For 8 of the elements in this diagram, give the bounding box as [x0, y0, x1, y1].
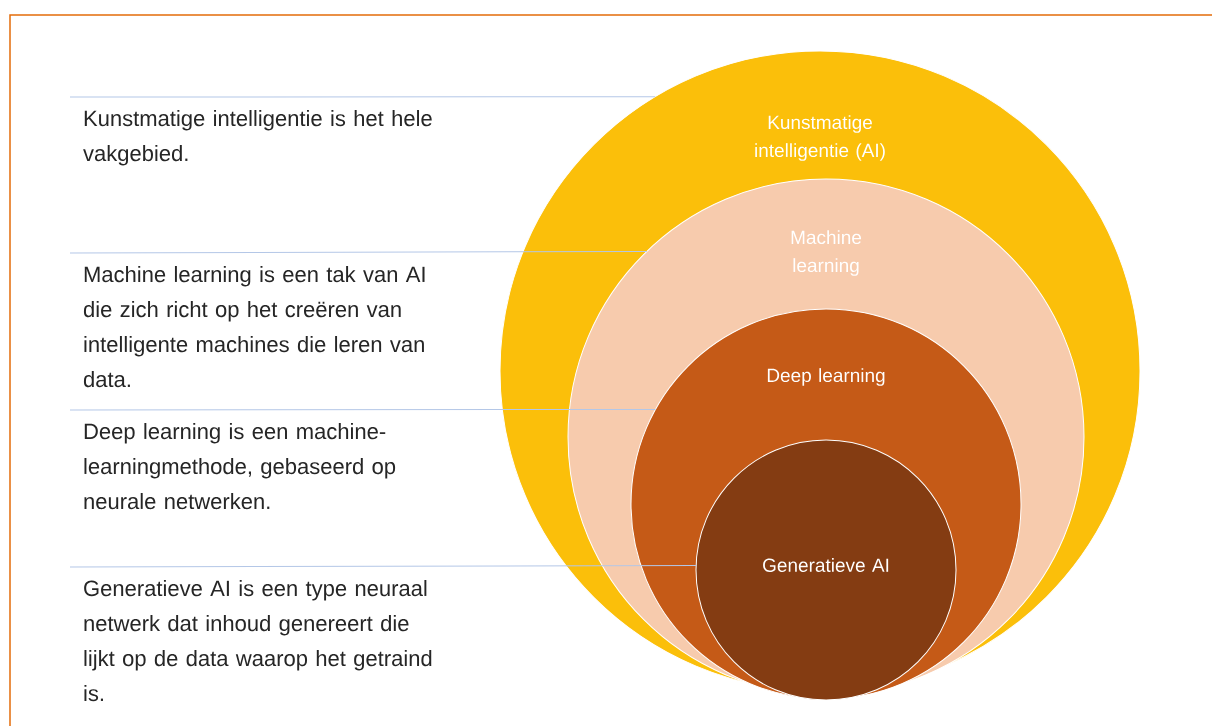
description-text: Kunstmatige intelligentie is het hele vakgebied. [83, 110, 432, 166]
leader-line [69, 250, 648, 254]
leader-line [69, 564, 697, 568]
leader-line [69, 96, 656, 98]
leader-line [69, 408, 656, 411]
description-text: Generatieve AI is een type neuraal netwerk dat inhoud genereert die lijkt op de data waarop het getraind is. [84, 580, 432, 702]
description-text: Deep learning is een machine-learningmethode, gebaseerd op neurale netwerken. [84, 423, 396, 510]
description-text: Machine learning is een tak van AI die zich richt op het creëren van intelligente machines die leren van data. [83, 266, 425, 388]
